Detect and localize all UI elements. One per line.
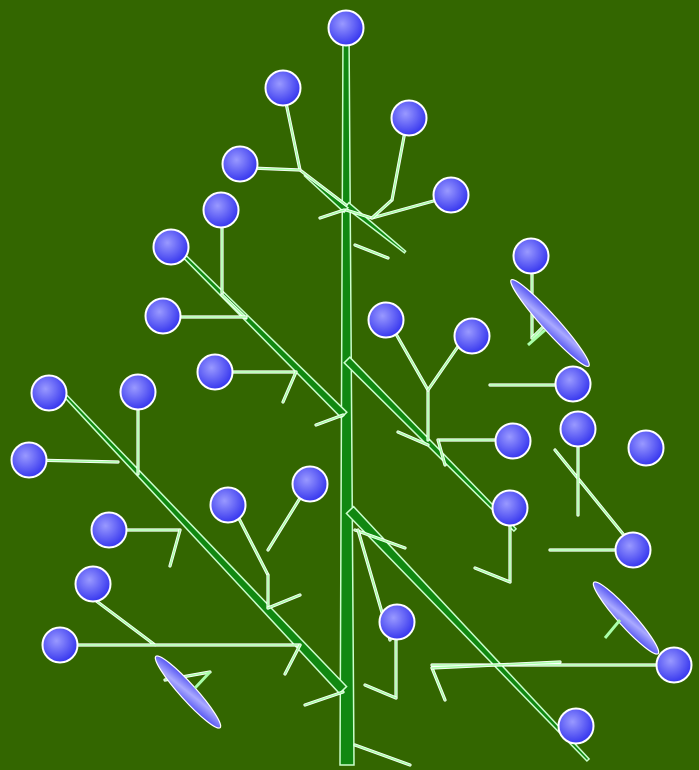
- flower-head: [43, 628, 78, 663]
- flower-head: [392, 101, 427, 136]
- flower-head: [146, 299, 181, 334]
- flower-head: [514, 239, 549, 274]
- flower-head: [76, 567, 111, 602]
- flower-head: [629, 431, 664, 466]
- flower-head: [657, 648, 692, 683]
- flower-head: [455, 319, 490, 354]
- flower-head: [434, 178, 469, 213]
- flower-head: [32, 376, 67, 411]
- flower-head: [380, 605, 415, 640]
- flower-head: [616, 533, 651, 568]
- flower-head: [293, 467, 328, 502]
- flower-head: [556, 367, 591, 402]
- flower-head: [121, 375, 156, 410]
- flower-head: [198, 355, 233, 390]
- flower-head: [204, 193, 239, 228]
- flower-head: [92, 513, 127, 548]
- flower-head: [493, 491, 528, 526]
- flower-head: [12, 443, 47, 478]
- flower-head: [154, 230, 189, 265]
- flower-head: [223, 147, 258, 182]
- flower-head: [329, 11, 364, 46]
- flower-head: [561, 412, 596, 447]
- flower-head: [369, 303, 404, 338]
- flower-head: [559, 709, 594, 744]
- flower-head: [266, 71, 301, 106]
- flower-head: [211, 488, 246, 523]
- flower-head: [496, 424, 531, 459]
